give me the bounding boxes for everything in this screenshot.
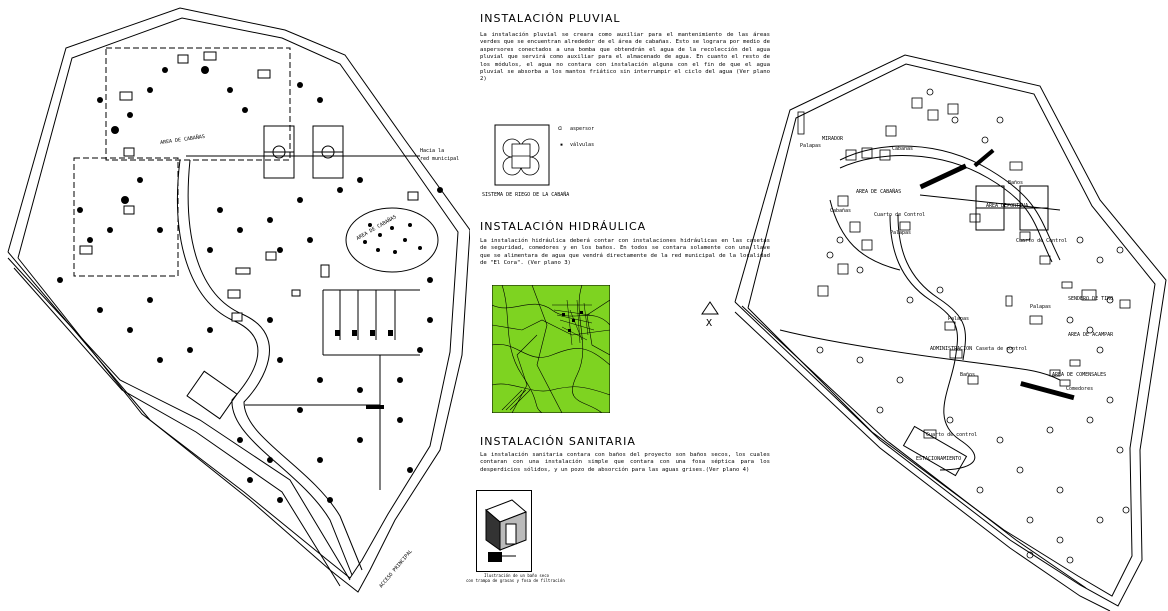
label-area-comensales: AREA DE COMENSALES [1052,372,1107,378]
label-cuarto-control-3: Cuarto de control [926,432,978,438]
label-mirador: MIRADOR [822,136,844,142]
left-boundary-inner [17,17,459,579]
north-arrow-icon [701,301,719,315]
label-area-acampar: AREA DE ACAMPAR [1068,332,1114,338]
north-letter: X [706,318,713,329]
aspersor-symbol: ᗡ [558,126,562,132]
label-palapas-3: Palapas [1030,304,1052,310]
label-palapas-1: Palapas [800,143,822,149]
label-hacia-red-2: red municipal [420,156,460,162]
valve-symbol: ▪ [560,142,564,148]
label-cuarto-control: Cuarto de Control [874,212,926,218]
label-area-deportiva: AREA DEPORTIVA [986,203,1029,209]
pluvial-title: INSTALACIÓN PLUVIAL [480,12,621,25]
label-comedores: Comedores [1066,386,1094,392]
hidraulica-text: La instalación hidráulica deberá contar … [480,238,770,267]
label-caseta: Caseta de control [976,346,1028,352]
sanitaria-caption-2: con trampa de grasas y fosa de filtració… [466,578,565,583]
label-palapas-4: Palapas [948,316,970,322]
label-banos-2: Baños [960,372,976,378]
sanitaria-text: La instalación sanitaria contara con bañ… [480,452,770,473]
hidraulica-title: INSTALACIÓN HIDRÁULICA [480,220,647,233]
right-boundary-inner [747,63,1156,597]
pluvial-text: La instalación pluvial se creara como au… [480,32,770,83]
left-site-plan [7,7,470,593]
label-banos: Baños [1008,180,1024,186]
left-boundary-outer [7,7,470,593]
label-area-cabanas: AREA DE CABAÑAS [856,189,902,195]
dry-bathroom-illustration [476,490,532,572]
label-cabanas-1: Cabañas [892,146,914,152]
label-estacionamiento: ESTACIONAMIENTO [916,456,962,462]
label-cabanas-2: Cabañas [830,208,852,214]
left-cabins [79,51,419,322]
left-road [177,159,353,576]
cabin-irrigation-diagram [494,124,550,186]
label-sendero: SENDERO DE TIRO [1068,296,1114,302]
label-administracion: ADMINISTRACION [930,346,973,352]
label-palapas-2: Palapas [890,230,912,236]
legend-valvulas: válvulas [570,142,595,148]
label-hacia-red-1: Hacia la [420,148,445,154]
municipal-network-map [492,285,610,413]
left-trees [57,66,443,503]
pluvial-caption: SISTEMA DE RIEGO DE LA CABAÑA [482,192,570,198]
sanitaria-caption-1: Ilustración de un baño seco [484,573,550,578]
right-boundary-outer [734,54,1167,607]
sanitaria-title: INSTALACIÓN SANITARIA [480,435,636,448]
label-cuarto-control-2: Cuarto de Control [1016,238,1068,244]
right-trees [816,88,1130,564]
legend-aspersor: aspersor [570,126,595,132]
right-buildings [797,97,1131,439]
